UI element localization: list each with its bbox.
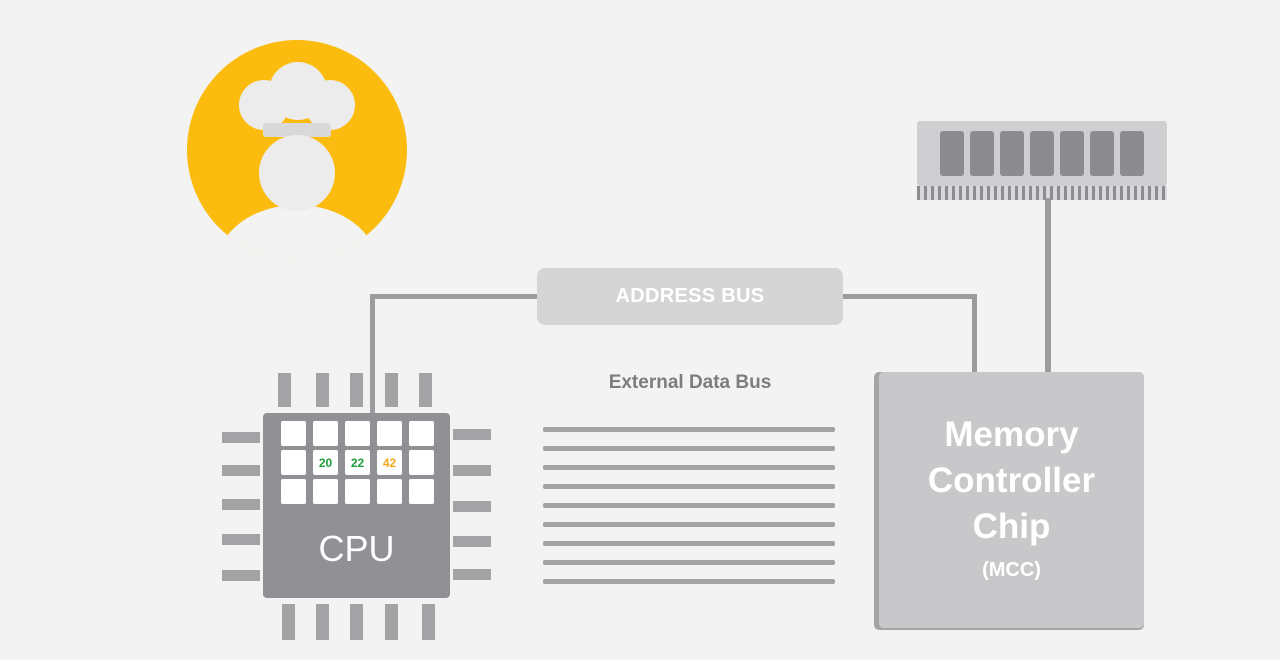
mcc-title-line: Controller [927, 461, 1096, 500]
address-wire-mcc-horizontal [840, 294, 977, 299]
data-bus-line [543, 579, 835, 584]
chef-hat-band [263, 123, 331, 137]
cpu-pin [385, 373, 398, 407]
chef-hat-puff-right [305, 80, 355, 130]
cpu-pin [316, 373, 329, 407]
cpu-pin [453, 569, 491, 580]
cpu-pin [316, 604, 329, 640]
cpu-pin [350, 373, 363, 407]
data-bus-line [543, 522, 835, 527]
ram-chip [1060, 131, 1084, 176]
data-bus-line [543, 484, 835, 489]
cpu-pin [222, 570, 260, 581]
mcc-title-line: Memory [944, 415, 1079, 454]
ram-chip [1000, 131, 1024, 176]
ram-contacts [917, 186, 1167, 200]
register-cell [377, 421, 402, 446]
mcc-title: Memory Controller Chip [879, 412, 1144, 550]
ram-chip [1090, 131, 1114, 176]
cpu-pin [222, 465, 260, 476]
register-cell [345, 479, 370, 504]
address-wire-cpu-vertical [370, 294, 375, 418]
register-cell-value-b: 22 [345, 450, 370, 475]
register-cell [345, 421, 370, 446]
cpu-pin [222, 534, 260, 545]
register-cell [409, 421, 434, 446]
chef-head [259, 135, 335, 211]
register-cell [281, 421, 306, 446]
register-cell-value-a: 20 [313, 450, 338, 475]
cpu-pin [419, 373, 432, 407]
cpu-pin [222, 432, 260, 443]
ram-chip [1120, 131, 1144, 176]
external-data-bus-label: External Data Bus [608, 372, 772, 393]
cpu-pin [385, 604, 398, 640]
data-bus-line [543, 465, 835, 470]
cpu-label: CPU [318, 528, 395, 569]
cpu-pin [278, 373, 291, 407]
data-bus-line [543, 427, 835, 432]
ram-wire [1045, 198, 1051, 374]
data-bus-line [543, 446, 835, 451]
cpu-pin [350, 604, 363, 640]
memory-controller-chip [879, 372, 1144, 628]
cpu-pin [282, 604, 295, 640]
data-bus-line [543, 503, 835, 508]
ram-chip [1030, 131, 1054, 176]
register-cell [313, 479, 338, 504]
register-cell [281, 450, 306, 475]
register-cell [313, 421, 338, 446]
chef-shoulders [217, 205, 377, 260]
address-bus-label: ADDRESS BUS [615, 285, 765, 307]
cpu-pin [453, 501, 491, 512]
address-wire-cpu-horizontal [370, 294, 540, 299]
address-wire-mcc-vertical [972, 294, 977, 374]
register-cell [409, 479, 434, 504]
cpu-pin [222, 499, 260, 510]
mcc-title-line: Chip [972, 507, 1051, 546]
register-cell-result: 42 [377, 450, 402, 475]
cpu-pin [453, 536, 491, 547]
cpu-pin [453, 429, 491, 440]
data-bus-line [543, 560, 835, 565]
ram-chip [940, 131, 964, 176]
address-bus: ADDRESS BUS [537, 268, 843, 325]
cpu-pin [422, 604, 435, 640]
cpu-pin [453, 465, 491, 476]
chef-avatar-icon [187, 40, 407, 260]
ram-chip [970, 131, 994, 176]
register-cell [409, 450, 434, 475]
data-bus-line [543, 541, 835, 546]
register-cell [377, 479, 402, 504]
mcc-abbreviation: (MCC) [982, 559, 1041, 581]
register-cell [281, 479, 306, 504]
